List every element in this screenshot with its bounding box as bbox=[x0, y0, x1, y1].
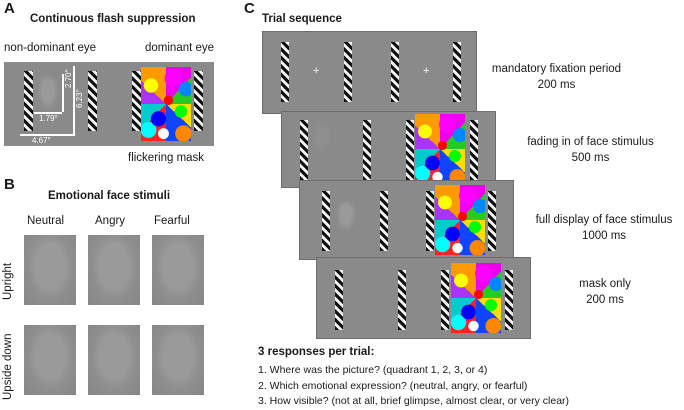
frame-bar bbox=[344, 42, 352, 102]
face-stimulus bbox=[37, 76, 59, 110]
step-full-display: full display of face stimulus 1000 ms bbox=[524, 212, 684, 244]
cfs-display: 2.70° 1.79° 6.23° 4.67° bbox=[4, 62, 214, 146]
column-fearful: Fearful bbox=[154, 215, 190, 227]
row-upright: Upright bbox=[2, 262, 14, 300]
dim-height-text: 2.70° bbox=[64, 69, 73, 88]
fixation-cross: + bbox=[313, 65, 320, 77]
face-angry-inverted bbox=[88, 325, 140, 395]
face-neutral-inverted bbox=[24, 325, 76, 395]
non-dominant-eye-label: non-dominant eye bbox=[4, 42, 97, 54]
frame-bar bbox=[470, 120, 478, 180]
frame-bar bbox=[398, 270, 406, 330]
frame-bar bbox=[380, 191, 388, 251]
response-item: 1. Where was the picture? (quadrant 1, 2… bbox=[258, 364, 488, 376]
frame-bar bbox=[406, 120, 414, 180]
frame-bar bbox=[441, 270, 449, 330]
panel-a-letter: A bbox=[4, 0, 15, 17]
face-fearful-upright bbox=[152, 235, 204, 305]
frame-bar bbox=[363, 120, 371, 180]
frame-bar bbox=[322, 191, 330, 251]
frame-full-display bbox=[299, 180, 514, 260]
face-angry-upright bbox=[88, 235, 140, 305]
frame-bar bbox=[391, 42, 399, 102]
step-duration: 200 ms bbox=[586, 294, 624, 306]
step-name: fading in of face stimulus bbox=[527, 136, 654, 148]
step-mask-only: mask only 200 ms bbox=[560, 276, 650, 308]
column-angry: Angry bbox=[95, 215, 126, 227]
frame-bar-left bbox=[24, 71, 33, 131]
frame-bar bbox=[453, 42, 461, 102]
step-name: mask only bbox=[579, 278, 631, 290]
frame-bar bbox=[335, 270, 343, 330]
mask-image bbox=[451, 263, 501, 333]
step-duration: 1000 ms bbox=[581, 230, 627, 242]
frame-bar bbox=[300, 120, 308, 180]
dim-outer-width-line bbox=[20, 134, 75, 136]
face-stimulus bbox=[336, 201, 356, 231]
fixation-cross: + bbox=[423, 65, 430, 77]
step-fixation: mandatory fixation period 200 ms bbox=[479, 61, 634, 93]
frame-bar-left-dominant bbox=[132, 71, 141, 131]
frame-bar bbox=[426, 191, 434, 251]
step-name: mandatory fixation period bbox=[491, 63, 622, 75]
dim-outer-height-text: 6.23° bbox=[75, 89, 84, 108]
panel-b-letter: B bbox=[4, 176, 15, 193]
dim-outer-width-text: 4.67° bbox=[32, 136, 51, 145]
frame-bar-right-dominant bbox=[194, 71, 203, 131]
dim-width-line bbox=[34, 112, 62, 114]
frame-bar bbox=[505, 270, 513, 330]
mask-image bbox=[415, 114, 465, 184]
responses-list: 1. Where was the picture? (quadrant 1, 2… bbox=[258, 363, 569, 410]
column-neutral: Neutral bbox=[27, 215, 65, 227]
response-item: 3. How visible? (not at all, brief glimp… bbox=[258, 395, 570, 407]
frame-bar bbox=[281, 42, 289, 102]
panel-c-letter: C bbox=[244, 0, 255, 17]
response-item: 2. Which emotional expression? (neutral,… bbox=[258, 379, 528, 392]
frame-mask-only bbox=[316, 257, 531, 339]
step-name: full display of face stimulus bbox=[535, 214, 673, 226]
dim-width-text: 1.79° bbox=[39, 114, 58, 123]
frame-fade-in bbox=[281, 111, 496, 188]
step-fade-in: fading in of face stimulus 500 ms bbox=[508, 134, 673, 166]
face-neutral-upright bbox=[24, 235, 76, 305]
dim-height-line bbox=[62, 74, 64, 112]
panel-c-title: Trial sequence bbox=[262, 13, 342, 25]
panel-b-title: Emotional face stimuli bbox=[48, 190, 171, 202]
dim-outer-height-line bbox=[73, 66, 75, 134]
dominant-eye-label: dominant eye bbox=[145, 42, 215, 54]
flickering-mask-image bbox=[141, 67, 191, 141]
faint-face bbox=[312, 124, 332, 154]
flickering-mask-label: flickering mask bbox=[128, 152, 205, 164]
face-fearful-inverted bbox=[152, 325, 204, 395]
panel-a-title: Continuous flash suppression bbox=[30, 13, 196, 25]
frame-fixation: + + bbox=[262, 31, 477, 114]
frame-bar-right bbox=[88, 71, 97, 131]
step-duration: 200 ms bbox=[537, 79, 576, 91]
step-duration: 500 ms bbox=[571, 152, 610, 164]
responses-title: 3 responses per trial: bbox=[258, 346, 375, 358]
row-upside-down: Upside down bbox=[2, 333, 14, 400]
mask-image bbox=[435, 185, 485, 255]
frame-bar bbox=[488, 191, 496, 251]
